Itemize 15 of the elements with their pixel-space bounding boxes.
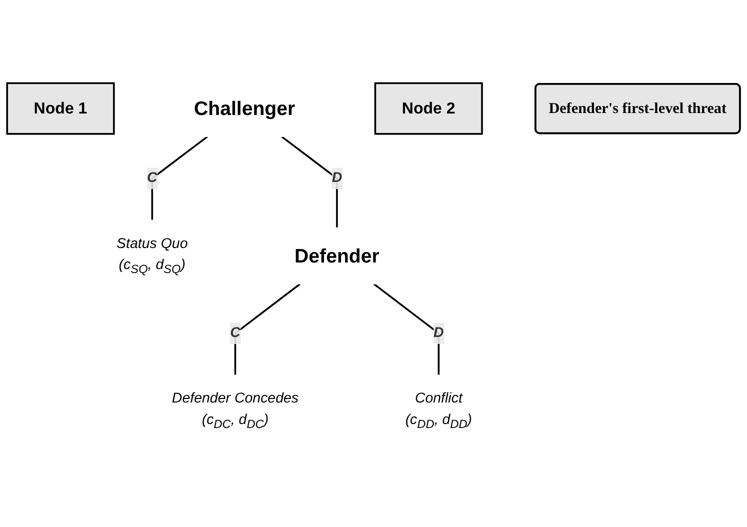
edge-label: C xyxy=(230,325,240,340)
connector xyxy=(151,136,208,220)
node-text: Status Quo (c$_{SQ}$, d$_{SQ}$) xyxy=(116,236,188,276)
edge-label: D xyxy=(434,325,444,340)
edge-label: D xyxy=(332,170,342,186)
node-text: Defender Concedes (c$_{DC}$, d$_{DC}$) xyxy=(172,391,299,430)
connector xyxy=(373,283,440,376)
connector xyxy=(234,283,301,376)
node-box: Node 2 xyxy=(374,82,483,135)
node-text: Defender xyxy=(294,244,380,267)
node-box: Node 1 xyxy=(6,82,115,135)
node-text: Challenger xyxy=(194,97,296,120)
connector xyxy=(281,136,338,228)
node-text: Conflict (c$_{DD}$, d$_{DD}$) xyxy=(405,391,472,430)
edge-label: C xyxy=(147,170,158,186)
